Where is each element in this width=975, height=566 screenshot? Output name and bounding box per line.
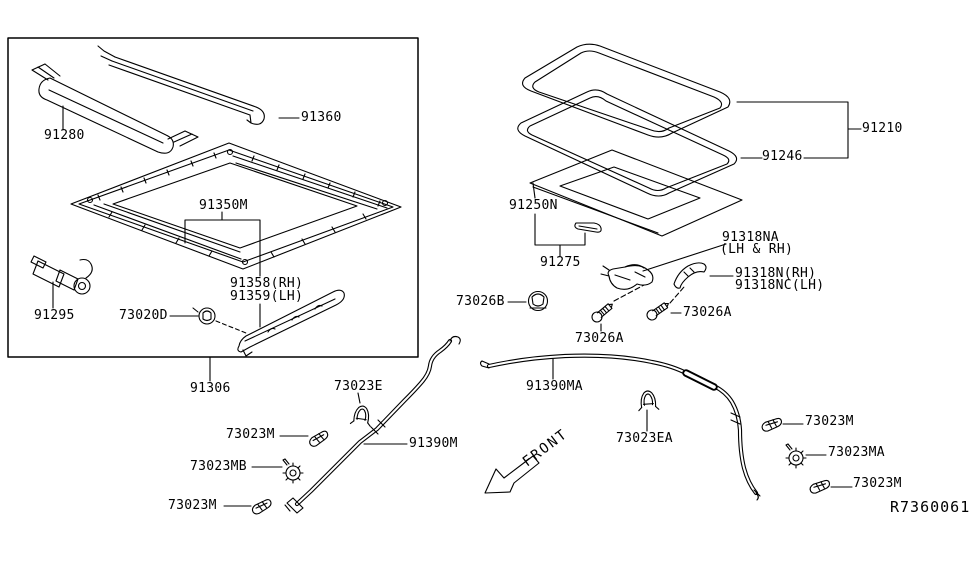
- boundary-box: [7, 37, 419, 358]
- drawing-bracket-91318-right: [673, 262, 707, 289]
- drawing-rail-91358: [237, 289, 345, 357]
- part-label-91295: 91295: [34, 308, 75, 323]
- part-label-91318NC-lh: 91318NC(LH): [735, 278, 825, 293]
- part-label-91275: 91275: [540, 255, 581, 270]
- part-label-73023MB: 73023MB: [190, 459, 247, 474]
- part-label-91318N-rh: 91318N(RH): [735, 266, 817, 281]
- drawing-clip-73023EA: [636, 389, 660, 412]
- part-label-73023M-4: 73023M: [853, 476, 902, 491]
- drawing-motor-91295: [30, 255, 93, 295]
- leader-lines: [52, 101, 862, 507]
- part-label-91360: 91360: [301, 110, 342, 125]
- part-label-73023M-1: 73023M: [226, 427, 275, 442]
- drawing-clip-73023M-3: [760, 417, 784, 433]
- drawing-glass-91210: [522, 43, 731, 138]
- part-label-73026A-2: 73026A: [683, 305, 732, 320]
- drawing-clip-73023M-2: [250, 498, 274, 516]
- drawing-stopper-91275: [574, 222, 602, 233]
- part-label-91210: 91210: [862, 121, 903, 136]
- part-label-91250N: 91250N: [509, 198, 558, 213]
- part-label-91280: 91280: [44, 128, 85, 143]
- part-label-91246: 91246: [762, 149, 803, 164]
- part-label-91390M: 91390M: [409, 436, 458, 451]
- part-label-91350M: 91350M: [199, 198, 248, 213]
- drawing-grommet-73020D: [192, 307, 216, 325]
- part-label-91318NA-line2: (LH & RH): [720, 242, 794, 257]
- part-label-91358-rh: 91358(RH): [230, 276, 304, 291]
- drawing-bolt-73026A-2: [644, 286, 685, 323]
- front-arrow-icon: [484, 455, 540, 494]
- drawing-clip-73023E: [349, 404, 374, 427]
- drawing-bolt-73026A-1: [589, 284, 645, 325]
- drawing-clip-73023M-4: [808, 479, 832, 495]
- diagram-ref-code: R7360061: [890, 498, 971, 516]
- drawing-clip-73023M-1: [307, 429, 331, 449]
- drawing-clip-73023MA: [785, 443, 807, 469]
- part-label-73023E: 73023E: [334, 379, 383, 394]
- part-label-91359-lh: 91359(LH): [230, 289, 304, 304]
- drawing-grommet-73026B: [527, 290, 549, 312]
- drawing-shade-91250N: [529, 149, 743, 237]
- part-label-73026B: 73026B: [456, 294, 505, 309]
- part-label-73023MA: 73023MA: [828, 445, 885, 460]
- drawing-frame-91350M: [70, 142, 402, 270]
- part-label-91306: 91306: [190, 381, 231, 396]
- part-label-73023M-2: 73023M: [168, 498, 217, 513]
- drawing-hose-rear-91390MA: [479, 353, 761, 501]
- part-label-73023M-3: 73023M: [805, 414, 854, 429]
- drawing-bracket-91318-left: [600, 264, 654, 290]
- part-label-91318NA-line1: 91318NA: [722, 230, 779, 245]
- part-label-73023EA: 73023EA: [616, 431, 673, 446]
- part-label-73026A-1: 73026A: [575, 331, 624, 346]
- drawing-hose-front-91390M: [284, 335, 461, 514]
- drawing-molding-91360: [97, 45, 265, 125]
- drawing-seal-91246: [517, 89, 738, 197]
- drawing-clip-73023MB: [282, 458, 304, 484]
- drawing-deflector-91280: [31, 63, 199, 154]
- part-label-73020D: 73020D: [119, 308, 168, 323]
- part-label-91390MA: 91390MA: [526, 379, 583, 394]
